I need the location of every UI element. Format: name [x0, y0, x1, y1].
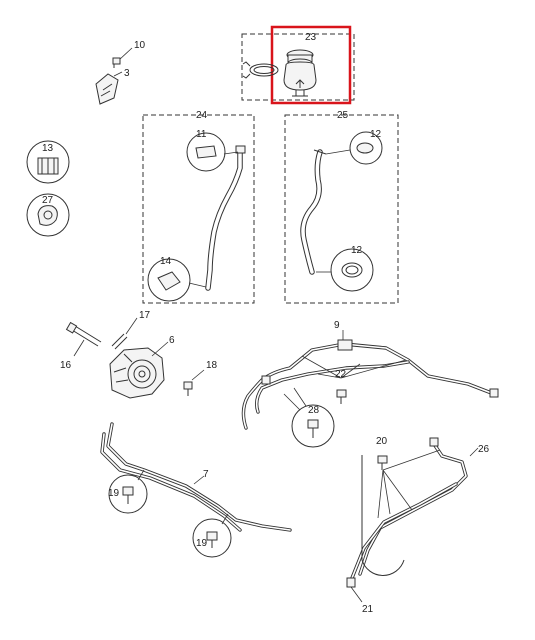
bolt-18-part[interactable]: [183, 369, 205, 396]
callout-19b[interactable]: 19: [196, 538, 208, 549]
group-25-box: [284, 114, 399, 304]
callout-27[interactable]: 27: [42, 195, 54, 206]
bolt-17-part[interactable]: [111, 317, 138, 350]
bolt-28-part[interactable]: [283, 387, 335, 448]
callout-13[interactable]: 13: [42, 143, 54, 154]
callout-14[interactable]: 14: [160, 256, 172, 267]
hose-24-part[interactable]: [205, 145, 246, 291]
bolt-10-part[interactable]: [112, 47, 133, 68]
callout-11[interactable]: 11: [196, 129, 207, 140]
bolt-19a-part[interactable]: [108, 469, 148, 514]
callout-21[interactable]: 21: [362, 604, 374, 615]
callout-26[interactable]: 26: [478, 444, 490, 455]
callout-23[interactable]: 23: [305, 32, 317, 43]
bolt-16-part[interactable]: [65, 321, 102, 357]
clip-27-part[interactable]: [26, 193, 70, 237]
bracket-14-part[interactable]: [147, 258, 207, 302]
callout-9[interactable]: 9: [334, 320, 340, 331]
clamp-12a-part[interactable]: [325, 131, 383, 165]
callout-28[interactable]: 28: [308, 405, 320, 416]
reservoir-clamp-part[interactable]: [242, 61, 279, 79]
callout-12b[interactable]: 12: [351, 245, 363, 256]
pressure-line-9-part[interactable]: [241, 330, 499, 430]
callout-17[interactable]: 17: [139, 310, 151, 321]
callout-25[interactable]: 25: [337, 110, 349, 121]
pump-6-part[interactable]: [109, 341, 169, 399]
clip-13-part[interactable]: [26, 140, 70, 184]
clip-21-part[interactable]: [346, 577, 363, 603]
callout-20[interactable]: 20: [376, 436, 388, 447]
callout-6[interactable]: 6: [169, 335, 175, 346]
callout-22[interactable]: 22: [335, 369, 347, 380]
callout-10[interactable]: 10: [134, 40, 146, 51]
callout-24[interactable]: 24: [196, 110, 208, 121]
callout-12a[interactable]: 12: [370, 129, 382, 140]
fluid-reservoir-part[interactable]: [283, 49, 317, 97]
bolt-19b-part[interactable]: [192, 513, 232, 558]
callout-18[interactable]: 18: [206, 360, 218, 371]
group-24-box: [142, 114, 255, 304]
callout-16[interactable]: 16: [60, 360, 72, 371]
hose-25-part[interactable]: [300, 149, 327, 275]
callout-7[interactable]: 7: [203, 469, 209, 480]
callout-19a[interactable]: 19: [108, 488, 120, 499]
return-line-26-part[interactable]: [350, 437, 479, 580]
clamp-12b-part[interactable]: [316, 248, 374, 292]
callout-3[interactable]: 3: [124, 68, 130, 79]
bracket-3-part[interactable]: [95, 71, 123, 105]
cooler-line-7-part[interactable]: [100, 422, 292, 532]
bolt-22-part[interactable]: [301, 355, 407, 404]
bolt-20-part[interactable]: [361, 449, 441, 576]
clamp-11-part[interactable]: [186, 132, 239, 172]
